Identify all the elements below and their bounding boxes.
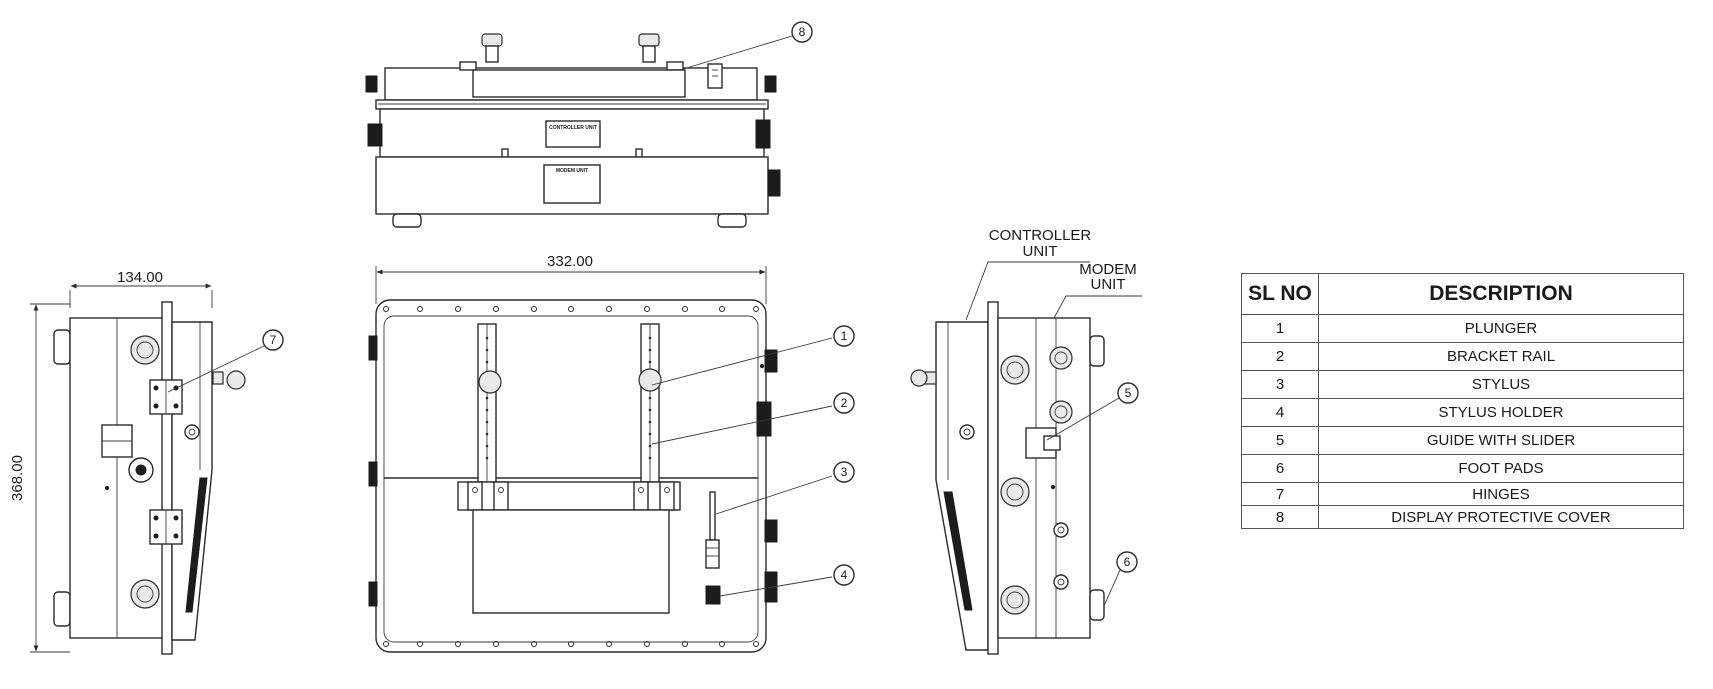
header-sl-no: SL NO [1241,273,1319,315]
top-label-plate [472,69,686,98]
callout-7: 7 [270,333,277,347]
right-connector-4 [1049,346,1073,370]
display-area [472,509,670,614]
row-no: 7 [1241,482,1319,506]
right-controller-body [935,321,989,651]
row-no: 5 [1241,426,1319,455]
top-plunger-right [638,33,660,63]
right-connector-1 [1000,355,1030,385]
callout-5: 5 [1125,386,1132,400]
modem-unit-label-line2: UNIT [1091,276,1126,293]
modem-unit-label-line1: MODEM [1079,261,1137,278]
left-side-view: 134.00 368.00 [9,269,246,655]
right-side-view: CONTROLLER UNIT MODEM UNIT [910,227,1142,655]
row-no: 8 [1241,505,1319,529]
left-hinge-bottom [149,509,183,545]
callout-circle-3 [833,461,855,483]
left-connector-top [130,335,160,365]
front-plunger-right [638,368,662,392]
row-no: 3 [1241,370,1319,399]
left-hinge-top [149,379,183,415]
callout-circle-2 [833,392,855,414]
callout-circle-4 [833,564,855,586]
front-plunger-left [478,370,502,394]
row-desc: FOOT PADS [1318,454,1684,483]
front-view: 332.00 [368,253,778,653]
callout-3: 3 [841,465,848,479]
width-dimension: 332.00 [547,253,593,270]
callout-2: 2 [841,396,848,410]
top-foot-right [717,213,747,228]
callout-8: 8 [799,25,806,39]
row-desc: GUIDE WITH SLIDER [1318,426,1684,455]
top-plunger-left [481,33,503,63]
callout-1: 1 [841,329,848,343]
controller-unit-label-line1: CONTROLLER [989,227,1092,244]
callout-circle-5 [1117,382,1139,404]
row-no: 4 [1241,398,1319,427]
controller-unit-plate [545,120,601,148]
depth-dimension: 134.00 [117,269,163,286]
callout-circle-8 [791,21,813,43]
callout-circle-6 [1116,551,1138,573]
top-view: CONTROLLER UNIT MODEM UNIT [365,33,781,228]
modem-plate-text: MODEM UNIT [556,168,588,174]
callout-4: 4 [841,568,848,582]
top-foot-left [392,213,422,228]
right-connector-3 [1000,585,1030,615]
stylus-holder [705,585,721,605]
right-connector-5 [1049,400,1073,424]
table-header-row: SL NO DESCRIPTION [1241,273,1684,315]
callouts: 1 2 3 4 5 6 7 8 [167,21,1139,607]
row-no: 1 [1241,314,1319,343]
controller-unit-label-line2: UNIT [1023,243,1058,260]
left-connector-bottom [130,579,160,609]
row-no: 6 [1241,454,1319,483]
stylus [705,491,720,569]
row-desc: STYLUS HOLDER [1318,398,1684,427]
height-dimension: 368.00 [9,455,26,501]
header-description: DESCRIPTION [1318,273,1684,315]
row-desc: DISPLAY PROTECTIVE COVER [1318,505,1684,529]
row-no: 2 [1241,342,1319,371]
row-desc: STYLUS [1318,370,1684,399]
row-desc: BRACKET RAIL [1318,342,1684,371]
row-desc: HINGES [1318,482,1684,506]
right-connector-2 [1000,477,1030,507]
controller-plate-text: CONTROLLER UNIT [549,125,597,131]
callout-circle-1 [833,325,855,347]
modem-unit-plate [543,164,601,204]
row-desc: PLUNGER [1318,314,1684,343]
callout-6: 6 [1124,555,1131,569]
callout-circle-7 [262,329,284,351]
